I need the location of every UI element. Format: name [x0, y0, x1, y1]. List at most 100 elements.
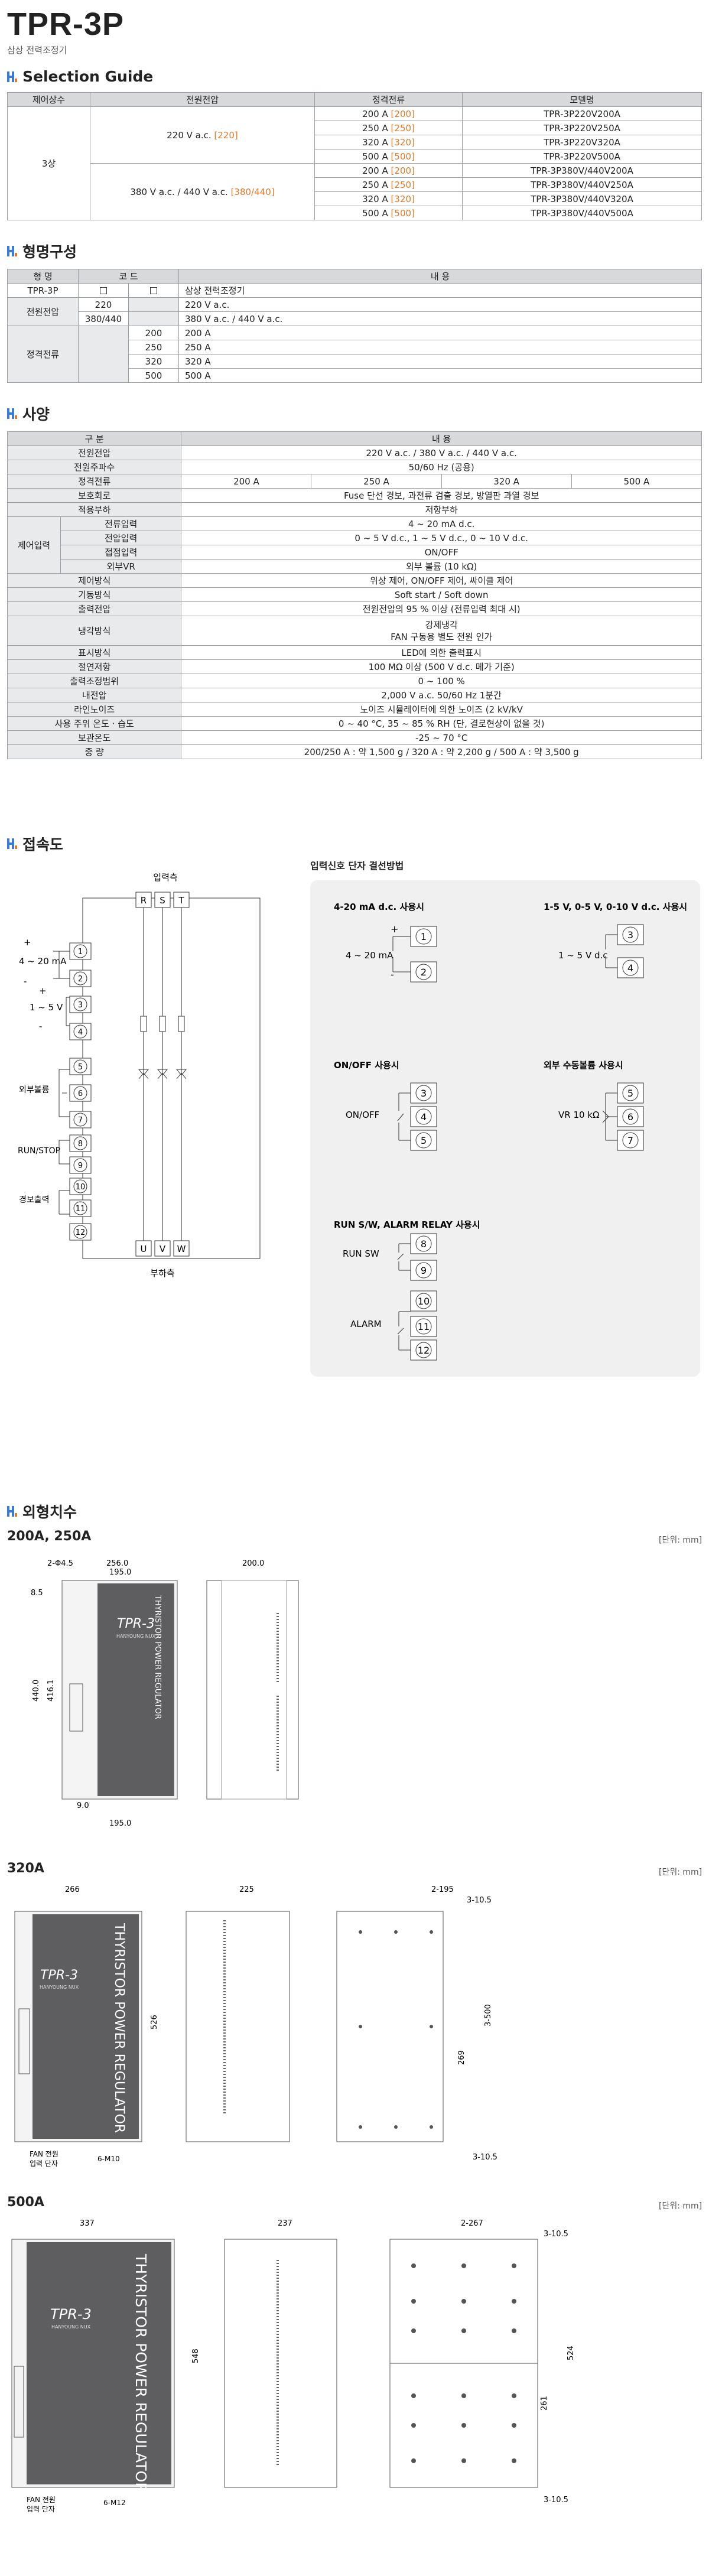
- svg-text:3-10.5: 3-10.5: [544, 2496, 568, 2505]
- svg-text:548: 548: [191, 2349, 200, 2363]
- input-signal-panel: 입력신호 단자 결선방법 4-20 mA d.c. 사용시 1-5 V, 0-5…: [310, 860, 700, 1377]
- terminal-circle: [73, 997, 87, 1011]
- code-box: [128, 283, 179, 298]
- section-dims: 외형치수: [7, 1501, 77, 1522]
- mounting-hole: [512, 2423, 516, 2428]
- mounting-hole: [512, 2299, 516, 2304]
- svg-text:2-267: 2-267: [461, 2219, 483, 2228]
- wiring-section: 접속도 입력측 R S T U V W 부하측: [0, 833, 709, 1453]
- svg-text:6-M10: 6-M10: [97, 2155, 120, 2163]
- phase-cell: 3상: [7, 106, 90, 220]
- p1-title: 4-20 mA d.c. 사용시: [334, 902, 424, 912]
- terminal-number: 10: [76, 1183, 86, 1192]
- dim-drawing-200a: 2-Φ4.5 256.0 195.0 200.0 8.5 440.0 416.1…: [31, 1559, 299, 1828]
- th-current: 정격전류: [314, 92, 463, 107]
- terminal-number: 6: [78, 1089, 83, 1098]
- cur-code: 320: [128, 354, 179, 369]
- dim-drawing-320a: 266 225 2-195 3-10.5 526 3-500 269 3-10.…: [14, 1885, 497, 2168]
- terminal-circle: [73, 1059, 87, 1074]
- panel-terminal-circle: [415, 1262, 432, 1279]
- svg-text:3-500: 3-500: [484, 2004, 493, 2027]
- p5-title: RUN S/W, ALARM RELAY 사용시: [334, 1219, 480, 1230]
- dimensions-section: 외형치수 200A, 250A [단위: mm] 2-Φ4.5 256.0 19…: [0, 1501, 709, 2570]
- cur-label: 정격전류: [7, 326, 79, 383]
- svg-text:526: 526: [150, 2015, 159, 2029]
- unit-note: [단위: mm]: [659, 2201, 703, 2211]
- cur-desc: 500 A: [178, 368, 702, 383]
- mounting-hole: [411, 2393, 416, 2398]
- model-cell: TPR-3P220V500A: [462, 149, 702, 164]
- terminal-circle: [73, 1086, 87, 1100]
- terminal-w: W: [177, 1244, 186, 1254]
- current-cell: 320 A [320]: [314, 135, 463, 149]
- section-title: 외형치수: [22, 1504, 77, 1521]
- current-cell: 200 A [200]: [314, 106, 463, 121]
- th-content: 내 용: [181, 431, 702, 446]
- svg-text:2-195: 2-195: [431, 1885, 454, 1894]
- svg-text:+: +: [24, 937, 31, 948]
- panel-terminal-circle: [622, 1085, 639, 1101]
- mounting-hole: [411, 2423, 416, 2428]
- svg-text:237: 237: [278, 2219, 292, 2228]
- svg-text:3-10.5: 3-10.5: [544, 2230, 568, 2239]
- model-cell: TPR-3P380V/440V320A: [462, 191, 702, 206]
- svg-text:HANYOUNG NUX: HANYOUNG NUX: [40, 1985, 79, 1990]
- panel-terminal-number: 3: [627, 929, 633, 941]
- svg-text:256.0: 256.0: [106, 1559, 128, 1568]
- cur-code: 250: [128, 340, 179, 354]
- mounting-hole: [411, 2299, 416, 2304]
- mounting-hole: [411, 2458, 416, 2463]
- svg-text:THYRISTOR POWER REGULATOR: THYRISTOR POWER REGULATOR: [112, 1923, 126, 2133]
- terminal-number: 11: [76, 1205, 86, 1214]
- panel-terminal-number: 1: [421, 931, 427, 942]
- terminal-circle: [73, 1225, 87, 1239]
- model-cell: TPR-3P380V/440V250A: [462, 177, 702, 192]
- th-voltage: 전원전압: [90, 92, 315, 107]
- section-h-icon: [7, 246, 17, 256]
- section-title: Selection Guide: [22, 68, 154, 85]
- model-cell: TPR-3P220V320A: [462, 135, 702, 149]
- label-volume: 외부볼륨: [19, 1085, 50, 1095]
- page-title: TPR-3P: [7, 6, 125, 42]
- cur-code: 200: [128, 326, 179, 340]
- section-naming: 형명구성: [7, 240, 702, 262]
- mounting-hole: [461, 2328, 466, 2333]
- p1-label: 4 ~ 20 mA: [346, 950, 393, 961]
- dim-drawing-500a: 337 237 2-267 3-10.5 548 524 261 3-10.5 …: [11, 2219, 575, 2513]
- current-cell: 500 A [500]: [314, 206, 463, 220]
- svg-text:416.1: 416.1: [47, 1680, 56, 1702]
- mounting-holes-500a: [411, 2263, 516, 2463]
- svg-text:266: 266: [65, 1885, 80, 1894]
- p2-label: 1 ~ 5 V d.c: [558, 950, 608, 961]
- svg-text:3-10.5: 3-10.5: [467, 1896, 492, 1905]
- th-phase: 제어상수: [7, 92, 90, 107]
- selection-table: 제어상수 전원전압 정격전류 모델명 3상 220 V a.c. [220] 2…: [7, 92, 702, 220]
- cur-desc: 250 A: [178, 340, 702, 354]
- section-spec: 사양: [7, 403, 702, 424]
- mounting-hole: [512, 2328, 516, 2333]
- cur-desc: 320 A: [178, 354, 702, 369]
- model-cell: TPR-3P380V/440V500A: [462, 206, 702, 220]
- svg-text:-: -: [24, 976, 27, 987]
- th-category: 구 분: [6, 431, 182, 446]
- model-cell: TPR-3P220V250A: [462, 121, 702, 135]
- panel-terminal-number: 5: [421, 1135, 427, 1146]
- th-model: 모델명: [462, 92, 702, 107]
- svg-text:225: 225: [239, 1885, 254, 1894]
- code-box: [78, 283, 129, 298]
- panel-terminal-number: 11: [418, 1321, 430, 1332]
- panel-terminal-number: 3: [421, 1088, 427, 1099]
- terminal-circle: [73, 1136, 87, 1150]
- volt-code: 380/440: [78, 311, 129, 326]
- mounting-hole: [411, 2263, 416, 2268]
- th-model: 형 명: [7, 269, 79, 284]
- panel-terminal-number: 10: [418, 1296, 430, 1307]
- terminal-number: 8: [78, 1140, 83, 1149]
- cur-desc: 200 A: [178, 326, 702, 340]
- svg-text:THYRISTOR POWER REGULATOR: THYRISTOR POWER REGULATOR: [132, 2253, 149, 2493]
- mounting-hole: [512, 2458, 516, 2463]
- section-h-icon: [7, 71, 17, 82]
